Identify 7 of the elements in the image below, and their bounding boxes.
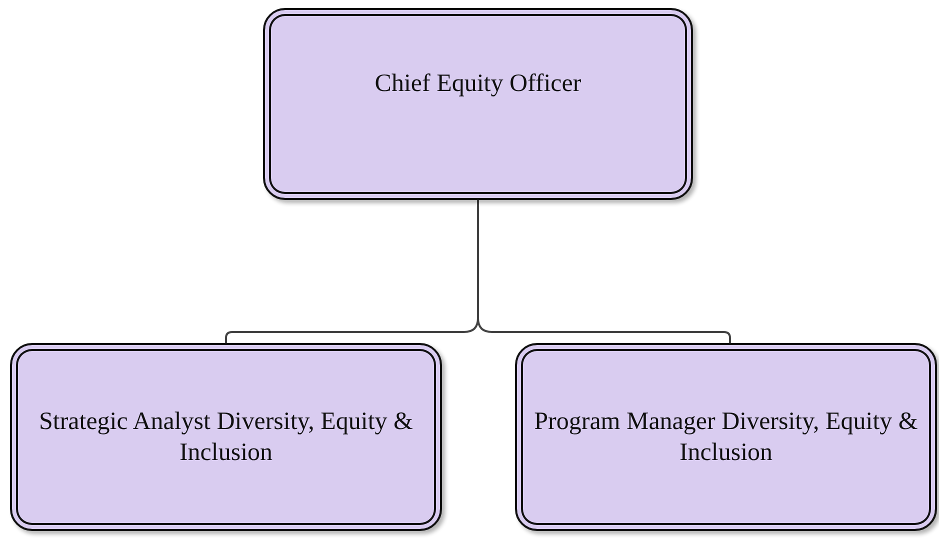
- position-box: [10, 343, 442, 531]
- position-box: [515, 343, 937, 531]
- position-title: Program Manager Diversity, Equity & Inclusion: [533, 406, 919, 468]
- connector-line: [477, 200, 731, 343]
- position-title: Strategic Analyst Diversity, Equity & Inclusion: [38, 406, 414, 468]
- position-box: [263, 8, 693, 200]
- position-title: Chief Equity Officer: [374, 69, 582, 99]
